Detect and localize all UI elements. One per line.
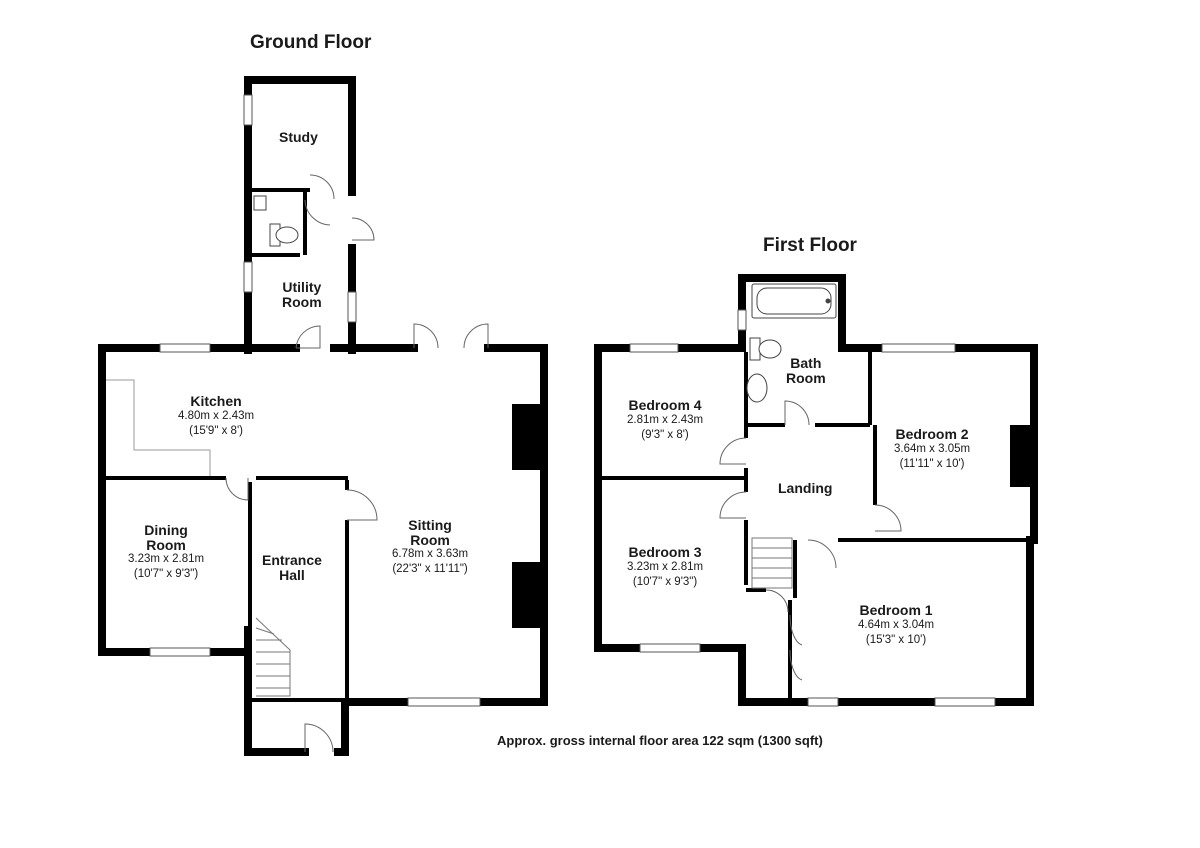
- bedroom-4-name: Bedroom 4: [628, 397, 702, 413]
- dining-size-metric: 3.23m x 2.81m: [128, 553, 205, 566]
- sitting-size-imperial: (22'3" x 11'11"): [392, 563, 468, 576]
- wc-fixtures: [253, 195, 299, 247]
- bedroom-1-name: Bedroom 1: [859, 602, 933, 618]
- room-label-utility: Utility Room: [282, 279, 322, 310]
- chimney-breast: [512, 404, 542, 470]
- room-label-study: Study: [279, 129, 318, 145]
- bedroom-3-size-metric: 3.23m x 2.81m: [627, 560, 704, 573]
- dining-size-imperial: (10'7" x 9'3"): [133, 568, 199, 581]
- room-label-landing: Landing: [778, 480, 833, 496]
- room-label-bedroom-3: Bedroom 3 3.23m x 2.81m (10'7" x 9'3"): [627, 545, 703, 590]
- bedroom-2-size-metric: 3.64m x 3.05m: [894, 442, 971, 455]
- kitchen-size-metric: 4.80m x 2.43m: [178, 409, 255, 422]
- ground-floor-doors: [225, 174, 489, 753]
- room-label-kitchen: Kitchen 4.80m x 2.43m (15'9" x 8'): [178, 394, 254, 439]
- bedroom-3-size-imperial: (10'7" x 9'3"): [632, 575, 698, 588]
- kitchen-size-imperial: (15'9" x 8'): [189, 424, 243, 437]
- bedroom-4-size-metric: 2.81m x 2.43m: [627, 413, 704, 426]
- room-label-bathroom: Bath Room: [786, 355, 826, 386]
- room-label-sitting: Sitting Room 6.78m x 3.63m (22'3" x 11'1…: [392, 518, 468, 577]
- ground-floor-title: Ground Floor: [250, 32, 372, 53]
- first-floor-doors: [719, 400, 902, 681]
- first-floor-stairs: [751, 537, 793, 589]
- first-floor-walls: [594, 274, 1038, 706]
- sitting-name: Sitting Room: [408, 517, 452, 548]
- ground-floor-windows: [149, 94, 481, 707]
- chimney-breast: [1010, 425, 1032, 487]
- chimney-breast: [512, 562, 542, 628]
- ground-floor-internal-walls: [106, 476, 349, 702]
- room-label-bedroom-4: Bedroom 4 2.81m x 2.43m (9'3" x 8'): [627, 398, 703, 443]
- dining-name: Dining Room: [144, 522, 188, 553]
- bedroom-1-size-imperial: (15'3" x 10'): [865, 633, 927, 646]
- bathroom-fixtures: [746, 283, 837, 403]
- annex-walls: [244, 76, 356, 354]
- kitchen-worktop: [106, 379, 211, 476]
- first-floor-internal-walls: [602, 352, 1030, 698]
- room-label-bedroom-2: Bedroom 2 3.64m x 3.05m (11'11" x 10'): [894, 427, 970, 472]
- ground-floor-plan: [98, 76, 548, 756]
- entrance-stairs: [255, 617, 291, 697]
- kitchen-name: Kitchen: [190, 393, 242, 409]
- sitting-size-metric: 6.78m x 3.63m: [392, 548, 469, 561]
- ground-floor-walls: [98, 344, 548, 756]
- first-floor-title: First Floor: [763, 235, 857, 256]
- bedroom-2-name: Bedroom 2: [895, 426, 969, 442]
- room-label-entrance-hall: Entrance Hall: [262, 552, 322, 583]
- room-label-bedroom-1: Bedroom 1 4.64m x 3.04m (15'3" x 10'): [858, 603, 934, 648]
- bedroom-3-name: Bedroom 3: [628, 544, 702, 560]
- room-label-dining: Dining Room 3.23m x 2.81m (10'7" x 9'3"): [128, 523, 204, 582]
- gross-floor-area-note: Approx. gross internal floor area 122 sq…: [497, 733, 823, 748]
- bedroom-4-size-imperial: (9'3" x 8'): [641, 428, 689, 441]
- first-floor-plan: [594, 274, 1038, 707]
- first-floor-windows: [629, 309, 996, 707]
- bedroom-1-size-metric: 4.64m x 3.04m: [858, 618, 935, 631]
- bedroom-2-size-imperial: (11'11" x 10'): [899, 457, 965, 470]
